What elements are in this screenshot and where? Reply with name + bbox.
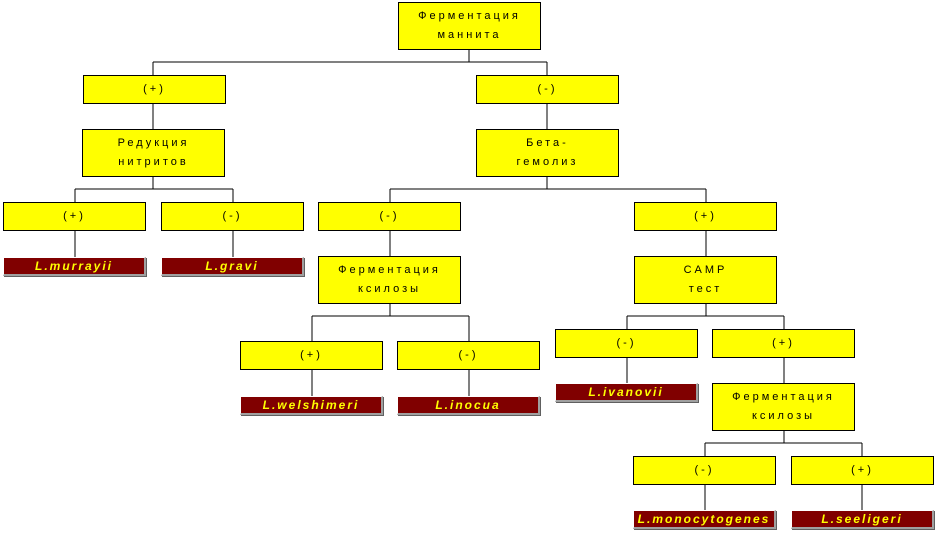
species-l-ivanovii: L.ivanovii (555, 383, 698, 402)
node-mannitol-fermentation: Ферментация маннита (398, 2, 541, 50)
species-l-welshimeri: L.welshimeri (240, 396, 383, 415)
node-mannitol-negative: (-) (476, 75, 619, 104)
node-xylose-2-negative: (-) (633, 456, 776, 485)
node-nitrite-negative: (-) (161, 202, 304, 231)
species-l-seeligeri: L.seeligeri (791, 510, 934, 529)
node-nitrite-reduction: Редукция нитритов (82, 129, 225, 177)
node-beta-hemolysis: Бета- гемолиз (476, 129, 619, 177)
node-hemolysis-negative: (-) (318, 202, 461, 231)
node-mannitol-positive: (+) (83, 75, 226, 104)
species-l-murrayii: L.murrayii (3, 257, 146, 276)
node-xylose-fermentation-2: Ферментация ксилозы (712, 383, 855, 431)
node-xylose-1-negative: (-) (397, 341, 540, 370)
species-l-gravi: L.gravi (161, 257, 304, 276)
node-xylose-fermentation-1: Ферментация ксилозы (318, 256, 461, 304)
node-camp-test: CAMP тест (634, 256, 777, 304)
species-l-monocytogenes: L.monocytogenes (633, 510, 776, 529)
node-nitrite-positive: (+) (3, 202, 146, 231)
node-xylose-1-positive: (+) (240, 341, 383, 370)
species-l-inocua: L.inocua (397, 396, 540, 415)
node-hemolysis-positive: (+) (634, 202, 777, 231)
node-xylose-2-positive: (+) (791, 456, 934, 485)
node-camp-negative: (-) (555, 329, 698, 358)
node-camp-positive: (+) (712, 329, 855, 358)
